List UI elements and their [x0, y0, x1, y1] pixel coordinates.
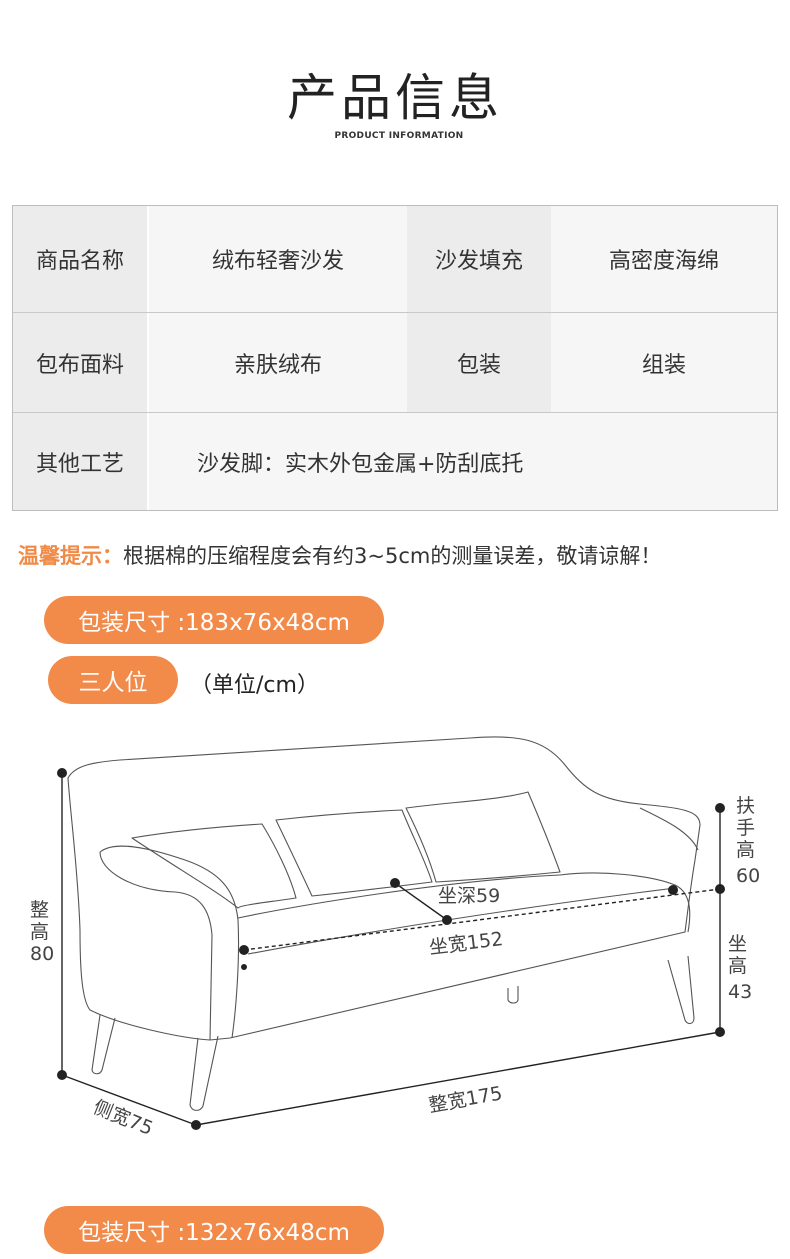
total-width-label: 整宽175 [427, 1082, 504, 1117]
cell-value-fabric: 亲肤绒布 [149, 313, 407, 412]
height-char1: 整 [30, 899, 49, 921]
package-size-badge-2: 包装尺寸 :132x76x48cm [44, 1206, 384, 1254]
seat-height-char1: 坐 [728, 933, 747, 955]
cell-value-packaging: 组装 [551, 313, 777, 412]
armrest-char1: 扶 [736, 795, 755, 817]
table-row: 包布面料 亲肤绒布 包装 组装 [13, 313, 777, 413]
cell-label-filling: 沙发填充 [407, 206, 551, 312]
armrest-char3: 高 [736, 839, 755, 861]
cell-label-craft: 其他工艺 [13, 413, 147, 510]
page-subtitle: PRODUCT INFORMATION [334, 131, 464, 141]
seat-depth-label: 坐深59 [438, 885, 500, 907]
tip-text: 根据棉的压缩程度会有约3~5cm的测量误差，敬请谅解！ [123, 544, 662, 568]
cell-value-craft: 沙发脚：实木外包金属+防刮底托 [149, 413, 777, 510]
cell-value-filling: 高密度海绵 [551, 206, 777, 312]
sofa-dimension-diagram: 整 高 80 扶 手 高 60 坐 高 43 坐深59 坐宽152 整宽175 … [30, 736, 760, 1140]
seat-width-label: 坐宽152 [428, 928, 504, 959]
height-value: 80 [30, 943, 54, 965]
package-size-badge: 包装尺寸 :183x76x48cm [44, 596, 384, 644]
side-width-label: 侧宽75 [90, 1096, 156, 1140]
dimension-lines [61, 773, 721, 1126]
unit-note: （单位/cm） [190, 673, 319, 698]
table-row: 商品名称 绒布轻奢沙发 沙发填充 高密度海绵 [13, 206, 777, 313]
seat-type-badge: 三人位 [48, 656, 178, 704]
cell-label-product-name: 商品名称 [13, 206, 147, 312]
measurement-tip: 温馨提示：根据棉的压缩程度会有约3~5cm的测量误差，敬请谅解！ [18, 540, 661, 570]
cell-value-product-name: 绒布轻奢沙发 [149, 206, 407, 312]
armrest-value: 60 [736, 865, 760, 887]
page-title: 产品信息 [287, 69, 503, 127]
seat-height-char2: 高 [728, 955, 747, 977]
table-row: 其他工艺 沙发脚：实木外包金属+防刮底托 [13, 413, 777, 510]
spec-table: 商品名称 绒布轻奢沙发 沙发填充 高密度海绵 包布面料 亲肤绒布 包装 组装 其… [12, 205, 778, 511]
seat-height-value: 43 [728, 981, 752, 1003]
dimension-points [57, 768, 725, 1130]
cell-label-fabric: 包布面料 [13, 313, 147, 412]
height-char2: 高 [30, 921, 49, 943]
armrest-char2: 手 [736, 817, 755, 839]
tip-prefix: 温馨提示： [18, 544, 123, 568]
sofa-outline [67, 736, 701, 1111]
cell-label-packaging: 包装 [407, 313, 551, 412]
